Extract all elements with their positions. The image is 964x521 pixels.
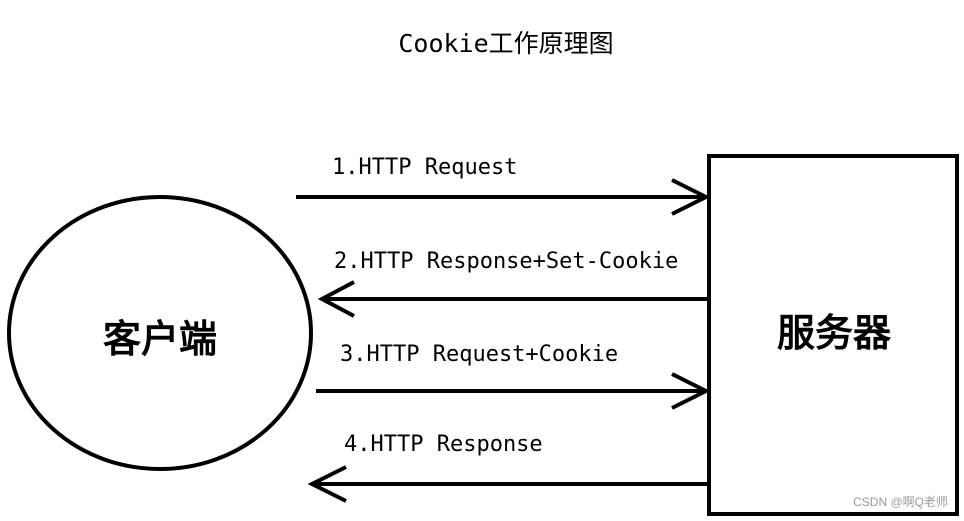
message-2: 2.HTTP Response+Set-Cookie xyxy=(317,249,708,318)
diagram-title: Cookie工作原理图 xyxy=(398,29,613,58)
message-label-3: 3.HTTP Request+Cookie xyxy=(340,342,618,367)
message-label-2: 2.HTTP Response+Set-Cookie xyxy=(334,249,678,274)
message-1: 1.HTTP Request xyxy=(296,155,711,216)
message-4: 4.HTTP Response xyxy=(307,432,708,503)
server-box xyxy=(707,154,959,516)
client-label: 客户端 xyxy=(103,317,217,361)
message-3: 3.HTTP Request+Cookie xyxy=(316,342,711,410)
message-label-1: 1.HTTP Request xyxy=(332,155,517,180)
message-label-4: 4.HTTP Response xyxy=(344,432,543,457)
request-arrow xyxy=(316,372,711,410)
server-node: 服务器 xyxy=(707,154,959,516)
watermark: CSDN @啊Q老师 xyxy=(853,495,948,509)
client-ellipse xyxy=(7,195,313,471)
client-node: 客户端 xyxy=(7,195,313,471)
response-arrow xyxy=(317,280,708,318)
response-arrow xyxy=(307,465,708,503)
request-arrow xyxy=(296,178,711,216)
server-label: 服务器 xyxy=(777,311,892,355)
